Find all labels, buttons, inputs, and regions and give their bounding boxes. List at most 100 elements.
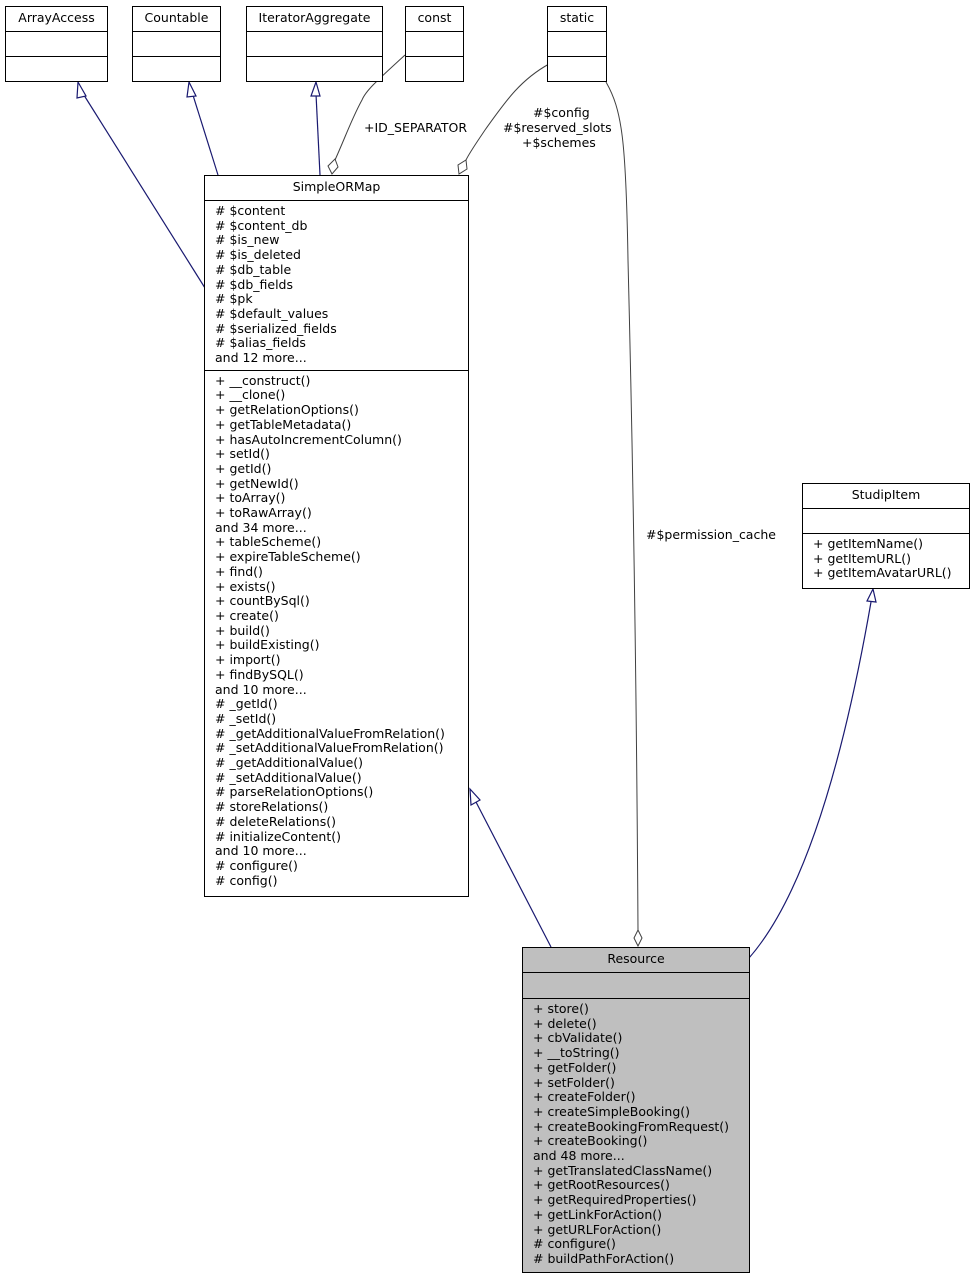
class-method[interactable]: + createBookingFromRequest() bbox=[533, 1118, 730, 1134]
class-method[interactable]: + create() bbox=[215, 607, 279, 623]
class-method[interactable]: + getNewId() bbox=[215, 475, 299, 491]
class-method[interactable]: + getRootResources() bbox=[533, 1177, 670, 1193]
class-attribute[interactable]: # $is_deleted bbox=[215, 247, 301, 263]
class-method[interactable]: + delete() bbox=[533, 1015, 597, 1031]
edge-label-permission-cache: #$permission_cache bbox=[646, 527, 776, 542]
class-method[interactable]: # configure() bbox=[215, 857, 298, 873]
class-method[interactable]: + getId() bbox=[215, 460, 272, 476]
class-method[interactable]: + getItemAvatarURL() bbox=[813, 565, 952, 581]
attributes-section bbox=[247, 32, 382, 57]
edge-simpleormap-iteratoraggregate bbox=[315, 93, 321, 176]
class-method[interactable]: + createFolder() bbox=[533, 1089, 636, 1105]
class-method[interactable]: and 34 more... bbox=[215, 519, 307, 535]
class-name: SimpleORMap bbox=[205, 176, 468, 201]
edge-static-simpleormap bbox=[465, 63, 550, 161]
class-method[interactable]: + __clone() bbox=[215, 387, 286, 403]
class-method[interactable]: + getItemName() bbox=[813, 536, 924, 551]
class-method[interactable]: + hasAutoIncrementColumn() bbox=[215, 431, 402, 447]
class-resource[interactable]: Resource + store()+ delete()+ cbValidate… bbox=[522, 947, 750, 1273]
class-simpleormap[interactable]: SimpleORMap # $content# $content_db# $is… bbox=[204, 175, 469, 897]
methods-section: + store()+ delete()+ cbValidate()+ __toS… bbox=[523, 999, 749, 1271]
class-method[interactable]: + createSimpleBooking() bbox=[533, 1103, 691, 1119]
class-attribute[interactable]: # $content_db bbox=[215, 217, 308, 233]
class-const[interactable]: const bbox=[405, 6, 464, 82]
class-method[interactable]: + exists() bbox=[215, 578, 276, 594]
class-attribute[interactable]: # $is_new bbox=[215, 232, 280, 248]
attributes-section bbox=[803, 509, 969, 534]
class-iteratoraggregate[interactable]: IteratorAggregate bbox=[246, 6, 383, 82]
class-attribute[interactable]: # $db_table bbox=[215, 261, 292, 277]
class-method[interactable]: # _getAdditionalValue() bbox=[215, 755, 364, 771]
class-method[interactable]: + getLinkForAction() bbox=[533, 1206, 663, 1222]
class-method[interactable]: + countBySql() bbox=[215, 593, 310, 609]
class-method[interactable]: # storeRelations() bbox=[215, 799, 329, 815]
class-static[interactable]: static bbox=[547, 6, 607, 82]
attributes-section bbox=[548, 32, 606, 57]
class-method[interactable]: and 10 more... bbox=[215, 681, 307, 697]
edge-simpleormap-arrayaccess bbox=[81, 91, 206, 289]
class-method[interactable]: # _setAdditionalValue() bbox=[215, 769, 362, 785]
class-name: Resource bbox=[523, 948, 749, 973]
class-method[interactable]: + build() bbox=[215, 622, 270, 638]
attributes-section bbox=[406, 32, 463, 57]
class-attribute[interactable]: # $pk bbox=[215, 291, 253, 307]
class-method[interactable]: + createBooking() bbox=[533, 1133, 648, 1149]
class-method[interactable]: + getRelationOptions() bbox=[215, 402, 359, 418]
class-method[interactable]: + setId() bbox=[215, 446, 270, 462]
class-name: ArrayAccess bbox=[6, 7, 107, 32]
class-method[interactable]: # parseRelationOptions() bbox=[215, 784, 374, 800]
class-name: StudipItem bbox=[803, 484, 969, 509]
class-method[interactable]: # _getAdditionalValueFromRelation() bbox=[215, 725, 445, 741]
class-method[interactable]: + toRawArray() bbox=[215, 505, 312, 521]
class-method[interactable]: + getTranslatedClassName() bbox=[533, 1162, 713, 1178]
class-method[interactable]: # _getId() bbox=[215, 696, 278, 712]
class-method[interactable]: + getURLForAction() bbox=[533, 1221, 662, 1237]
class-method[interactable]: + cbValidate() bbox=[533, 1030, 623, 1046]
class-attribute[interactable]: # $alias_fields bbox=[215, 335, 306, 351]
class-studipitem[interactable]: StudipItem + getItemName()+ getItemURL()… bbox=[802, 483, 970, 589]
class-attribute[interactable]: # $content bbox=[215, 203, 286, 218]
arrow-iteratoraggregate bbox=[310, 80, 321, 97]
class-method[interactable]: + getTableMetadata() bbox=[215, 416, 352, 432]
class-method[interactable]: + findBySQL() bbox=[215, 666, 304, 682]
class-method[interactable]: + import() bbox=[215, 652, 281, 668]
class-method[interactable]: # _setId() bbox=[215, 710, 277, 726]
class-method[interactable]: + tableScheme() bbox=[215, 534, 322, 550]
class-method[interactable]: + __construct() bbox=[215, 372, 311, 388]
arrow-arrayaccess bbox=[76, 79, 87, 99]
class-method[interactable]: # configure() bbox=[533, 1236, 616, 1252]
class-method[interactable]: + expireTableScheme() bbox=[215, 549, 361, 565]
edge-label-reserved-slots: #$reserved_slots bbox=[503, 120, 612, 135]
class-arrayaccess[interactable]: ArrayAccess bbox=[5, 6, 108, 82]
class-method[interactable]: and 48 more... bbox=[533, 1148, 625, 1164]
class-method[interactable]: # deleteRelations() bbox=[215, 813, 336, 829]
edge-label-config: #$config bbox=[533, 105, 590, 120]
class-method[interactable]: + getRequiredProperties() bbox=[533, 1192, 697, 1208]
class-method[interactable]: + setFolder() bbox=[533, 1074, 615, 1090]
class-method[interactable]: and 10 more... bbox=[215, 843, 307, 859]
class-method[interactable]: # buildPathForAction() bbox=[533, 1250, 675, 1266]
class-method[interactable]: + getFolder() bbox=[533, 1059, 617, 1075]
diamond-static-members bbox=[457, 159, 468, 175]
diamond-permission-cache bbox=[633, 928, 643, 948]
class-attribute[interactable]: and 12 more... bbox=[215, 350, 307, 366]
class-method[interactable]: + getItemURL() bbox=[813, 550, 911, 566]
arrow-simpleormap bbox=[469, 787, 481, 806]
class-attribute[interactable]: # $db_fields bbox=[215, 276, 294, 292]
class-method[interactable]: # initializeContent() bbox=[215, 828, 342, 844]
methods-section bbox=[6, 57, 107, 82]
arrow-countable bbox=[186, 79, 197, 98]
class-method[interactable]: + find() bbox=[215, 563, 263, 579]
class-method[interactable]: + toArray() bbox=[215, 490, 286, 506]
class-countable[interactable]: Countable bbox=[132, 6, 221, 82]
attributes-section bbox=[6, 32, 107, 57]
class-name: const bbox=[406, 7, 463, 32]
class-method[interactable]: # config() bbox=[215, 872, 278, 888]
attributes-section bbox=[133, 32, 220, 57]
class-attribute[interactable]: # $default_values bbox=[215, 305, 329, 321]
class-method[interactable]: # _setAdditionalValueFromRelation() bbox=[215, 740, 444, 756]
class-method[interactable]: + __toString() bbox=[533, 1045, 620, 1061]
class-method[interactable]: + buildExisting() bbox=[215, 637, 320, 653]
class-attribute[interactable]: # $serialized_fields bbox=[215, 320, 337, 336]
class-method[interactable]: + store() bbox=[533, 1001, 589, 1016]
